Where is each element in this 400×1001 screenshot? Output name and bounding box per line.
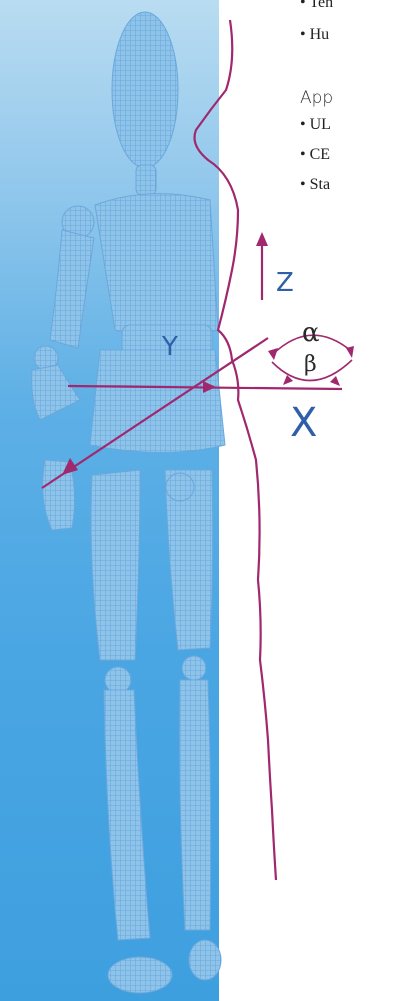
mannequin-right-knee	[182, 656, 206, 680]
mannequin-head	[112, 12, 178, 168]
mannequin-left-shin	[104, 690, 150, 940]
rotation-arrowhead	[330, 376, 340, 386]
mannequin-neck	[136, 165, 156, 195]
list-item-5: • Sta	[300, 176, 330, 194]
mannequin-left-foot	[108, 957, 172, 993]
list-item-1: • Ten	[300, 0, 333, 12]
list-item-4: • CE	[300, 146, 330, 164]
mannequin-hips	[90, 350, 225, 453]
mannequin-figure	[32, 12, 225, 993]
rotation-arrowhead	[346, 346, 354, 358]
beta-label: β	[304, 352, 317, 377]
list-item-2: • Hu	[300, 26, 329, 44]
z-axis-label: Z	[276, 268, 294, 298]
rotation-arrowhead	[268, 348, 278, 360]
mannequin-left-thigh	[91, 470, 140, 660]
y-axis-label: Y	[162, 332, 178, 362]
alpha-label: α	[302, 318, 320, 348]
mannequin-left-knee	[105, 667, 131, 693]
z-axis-arrowhead	[256, 232, 268, 246]
x-axis-label: X	[290, 400, 317, 446]
section-heading: App	[300, 88, 333, 108]
mannequin-right-shin	[180, 680, 211, 930]
mannequin-forearm	[32, 365, 80, 420]
mannequin-torso	[95, 194, 218, 338]
mannequin-upper-arm	[50, 230, 94, 348]
mannequin-right-foot	[189, 940, 221, 980]
mannequin-knee	[166, 473, 194, 501]
list-item-3: • UL	[300, 116, 331, 134]
